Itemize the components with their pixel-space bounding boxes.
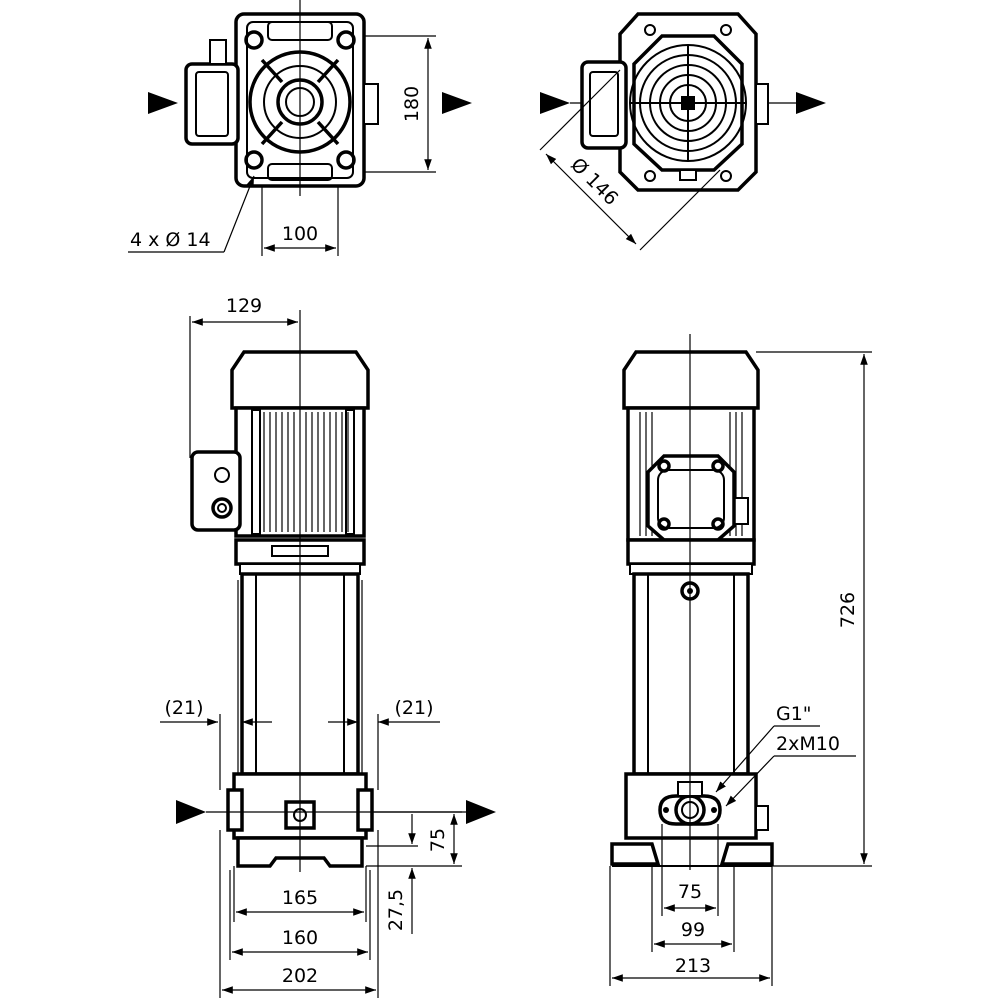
label-bolts-2xm10: 2xM10 — [776, 733, 840, 755]
flow-direction-arrow-icon — [466, 800, 496, 824]
dim-flange-left-21: (21) — [164, 697, 203, 719]
label-thread-g1: G1" — [776, 703, 812, 725]
dim-width-100: 100 — [282, 223, 318, 245]
dim-foot-height-27-5: 27,5 — [385, 889, 407, 931]
dim-75-side: 75 — [678, 881, 702, 903]
side-view: 726 G1" 2xM10 75 99 213 — [609, 334, 872, 986]
dim-202: 202 — [282, 965, 318, 987]
dim-diameter-146: Ø 146 — [566, 154, 622, 210]
front-view: 129 (21) (21) 75 27,5 165 160 202 — [160, 295, 496, 998]
dim-inlet-height-75: 75 — [427, 828, 449, 852]
dim-terminal-offset-129: 129 — [226, 295, 262, 317]
flow-direction-arrow-icon — [540, 92, 570, 114]
dim-213: 213 — [675, 955, 711, 977]
top-view-left: 180 100 4 x Ø 14 — [128, 0, 472, 256]
dim-flange-right-21: (21) — [394, 697, 433, 719]
dim-total-height-726: 726 — [837, 592, 859, 628]
flow-direction-arrow-icon — [176, 800, 206, 824]
flow-direction-arrow-icon — [796, 92, 826, 114]
flow-direction-arrow-icon — [148, 92, 178, 114]
dim-165: 165 — [282, 887, 318, 909]
dim-holes-label: 4 x Ø 14 — [130, 229, 211, 251]
flow-direction-arrow-icon — [442, 92, 472, 114]
dim-99: 99 — [681, 919, 705, 941]
dim-160: 160 — [282, 927, 318, 949]
dim-height-180: 180 — [401, 86, 423, 122]
top-view-right: Ø 146 — [539, 12, 826, 251]
